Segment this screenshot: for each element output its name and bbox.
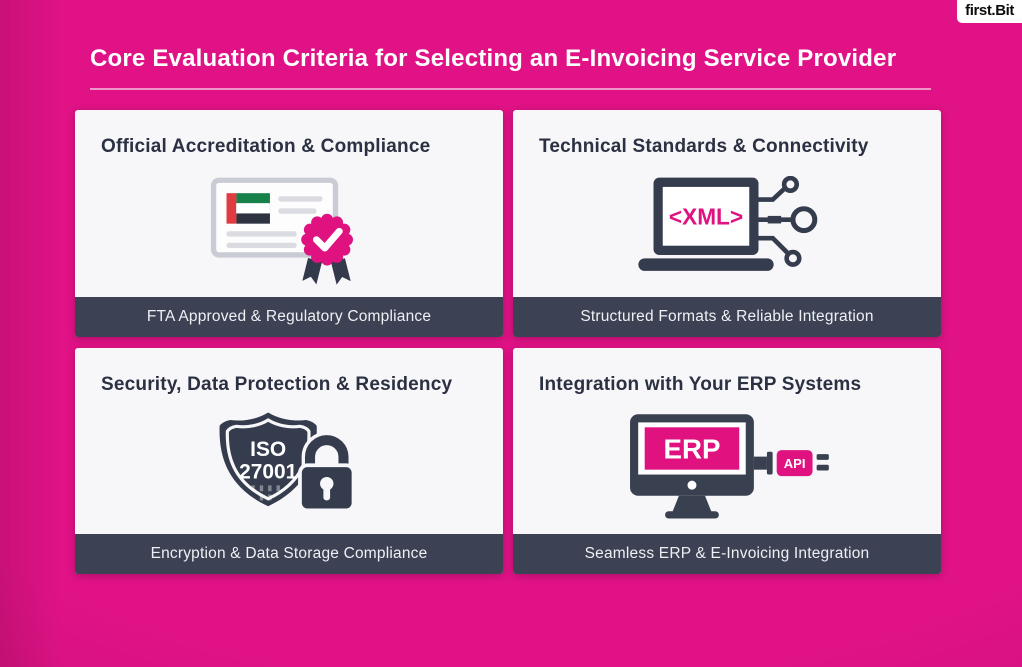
laptop-xml-icon: <XML> <box>513 158 941 297</box>
iso-label-line1: ISO <box>250 438 286 461</box>
page-title: Core Evaluation Criteria for Selecting a… <box>90 45 897 72</box>
erp-label: ERP <box>663 433 720 464</box>
title-underline <box>90 88 931 90</box>
laptop-icon <box>638 177 774 271</box>
shield-icon: ISO 27001 <box>219 412 317 506</box>
card-title: Official Accreditation & Compliance <box>101 136 431 157</box>
card-title: Technical Standards & Connectivity <box>539 136 869 157</box>
card-accreditation-compliance: Official Accreditation & Compliance <box>75 110 503 337</box>
api-plug-icon <box>753 450 829 477</box>
ribbon-tails-icon <box>302 257 351 285</box>
card-title: Security, Data Protection & Residency <box>101 374 453 395</box>
card-footer: Encryption & Data Storage Compliance <box>75 534 503 574</box>
card-erp-integration: Integration with Your ERP Systems ERP <box>513 348 941 574</box>
card-footer: FTA Approved & Regulatory Compliance <box>75 297 503 337</box>
dot-pattern <box>250 484 280 500</box>
api-label: API <box>784 456 806 471</box>
circuit-nodes-icon <box>758 176 818 267</box>
checkmark-icon <box>313 227 343 251</box>
certificate-icon <box>75 158 503 297</box>
uae-flag-icon <box>226 192 271 224</box>
xml-label: <XML> <box>669 204 743 230</box>
shield-lock-icon: ISO 27001 <box>75 396 503 534</box>
erp-monitor-icon: ERP API <box>513 396 941 534</box>
uae-certificate-badge-icon <box>210 177 353 285</box>
card-title: Integration with Your ERP Systems <box>539 374 862 395</box>
firstbit-logo: first.Bit <box>957 0 1022 23</box>
iso-label-line2: 27001 <box>239 460 298 483</box>
certificate-text-lines <box>226 195 323 248</box>
card-technical-standards: Technical Standards & Connectivity <XML> <box>513 110 941 337</box>
erp-monitor-api-icon: ERP API <box>630 414 829 519</box>
lock-icon <box>297 431 355 512</box>
card-footer: Structured Formats & Reliable Integratio… <box>513 297 941 337</box>
iso-shield-lock-icon: ISO 27001 <box>219 412 355 512</box>
laptop-xml-circuit-icon: <XML> <box>638 176 818 271</box>
card-security-data-protection: Security, Data Protection & Residency IS… <box>75 348 503 574</box>
card-footer: Seamless ERP & E-Invoicing Integration <box>513 534 941 574</box>
monitor-icon <box>630 414 754 519</box>
